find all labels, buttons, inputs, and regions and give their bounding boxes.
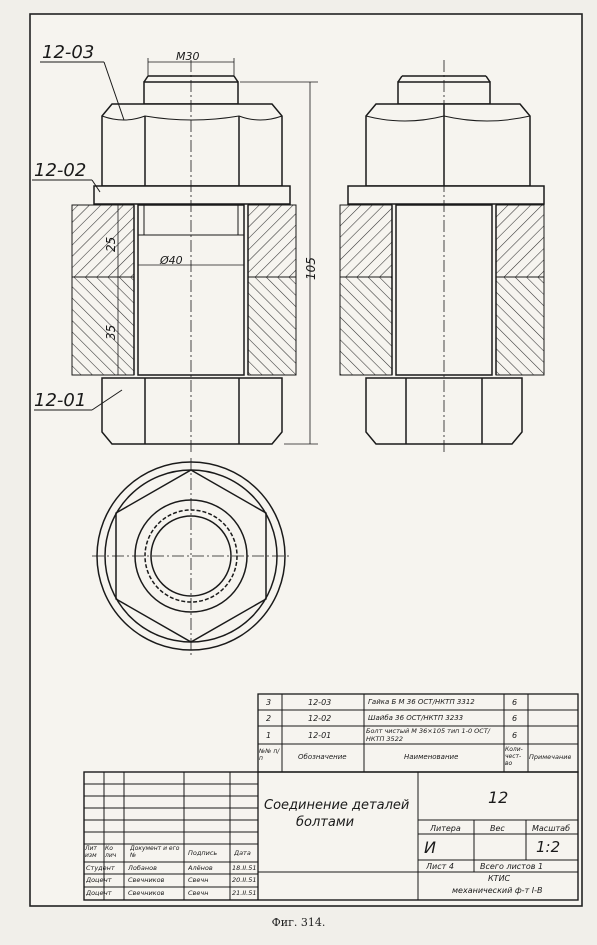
- spec-header-name: Наименование: [404, 753, 459, 761]
- sig-header-doc: Документ и его №: [130, 845, 180, 859]
- organization-department: механический ф-т I-В: [452, 886, 543, 895]
- litera-value: И: [424, 838, 436, 857]
- right-front-view: [339, 60, 545, 455]
- dimension-length: 105: [304, 257, 318, 280]
- spec-row-1-name: Болт чистый М 36×105 тип 1-0 ОСТ/НКТП 35…: [366, 727, 490, 743]
- figure-caption: Фиг. 314.: [271, 916, 326, 929]
- title-block: [83, 771, 579, 901]
- sig-row-3-sign: Свечн: [188, 889, 209, 897]
- sig-row-2-date: 20.II.51: [232, 876, 257, 884]
- sig-row-2-sign: Свечн: [188, 876, 209, 884]
- sig-header-sign: Подпись: [188, 849, 218, 857]
- sig-row-2-name: Свечников: [128, 876, 165, 884]
- dimension-25: 25: [104, 236, 118, 252]
- sheet-number: Лист 4: [426, 862, 454, 871]
- column-weight: Вес: [490, 824, 505, 833]
- spec-header-designation: Обозначение: [298, 753, 347, 761]
- sig-header-change: Лит изм: [85, 845, 97, 859]
- sig-row-1-sign: Алёнов: [188, 864, 213, 872]
- sig-row-3-date: 21.II.51: [232, 889, 257, 897]
- sig-header-date: Дата: [234, 849, 251, 857]
- spec-row-1-pos: 1: [266, 731, 272, 740]
- sig-row-3-role: Доцент: [86, 889, 112, 897]
- spec-row-3-name: Гайка Б М 36 ОСТ/НКТП 3312: [368, 698, 475, 706]
- sig-row-1-name: Лобанов: [128, 864, 157, 872]
- spec-row-2-qty: 6: [512, 714, 518, 723]
- dimension-35: 35: [104, 324, 118, 340]
- spec-row-2-pos: 2: [266, 714, 272, 723]
- position-label-bolt: 12-01: [34, 390, 87, 411]
- left-section-view: [32, 58, 318, 455]
- sheets-total: Всего листов 1: [480, 862, 544, 871]
- spec-row-2-designation: 12-02: [308, 714, 332, 723]
- spec-row-3-designation: 12-03: [308, 698, 332, 707]
- spec-row-3-qty: 6: [512, 698, 518, 707]
- drawing-title-line2: болтами: [296, 815, 355, 830]
- spec-row-1-qty: 6: [512, 731, 518, 740]
- scale-value: 1:2: [536, 838, 561, 856]
- drawing-title-line1: Соединение деталей: [264, 798, 410, 813]
- sig-row-2-role: Доцент: [86, 876, 112, 884]
- spec-row-1-designation: 12-01: [308, 731, 332, 740]
- position-label-washer: 12-02: [34, 160, 87, 181]
- spec-header-qty: Коли-чест-во: [505, 746, 523, 767]
- position-label-nut: 12-03: [42, 42, 95, 63]
- sig-row-1-role: Студент: [86, 864, 115, 872]
- spec-header-pos: №№ п/п: [259, 748, 280, 762]
- column-litera: Литера: [430, 824, 461, 833]
- organization-name: КТИС: [488, 874, 511, 883]
- document-number: 12: [488, 788, 509, 807]
- spec-row-3-pos: 3: [266, 698, 272, 707]
- dimension-thread: M30: [176, 50, 200, 63]
- column-scale: Масштаб: [532, 824, 571, 833]
- sig-row-3-name: Свечников: [128, 889, 165, 897]
- spec-header-note: Примечание: [529, 753, 572, 761]
- top-view: [92, 458, 290, 656]
- sig-row-1-date: 18.II.51: [232, 864, 257, 872]
- dimension-diameter: Ø40: [160, 254, 183, 267]
- spec-row-2-name: Шайба 36 ОСТ/НКТП 3233: [368, 714, 464, 722]
- sig-header-num: Ко лич: [105, 845, 117, 859]
